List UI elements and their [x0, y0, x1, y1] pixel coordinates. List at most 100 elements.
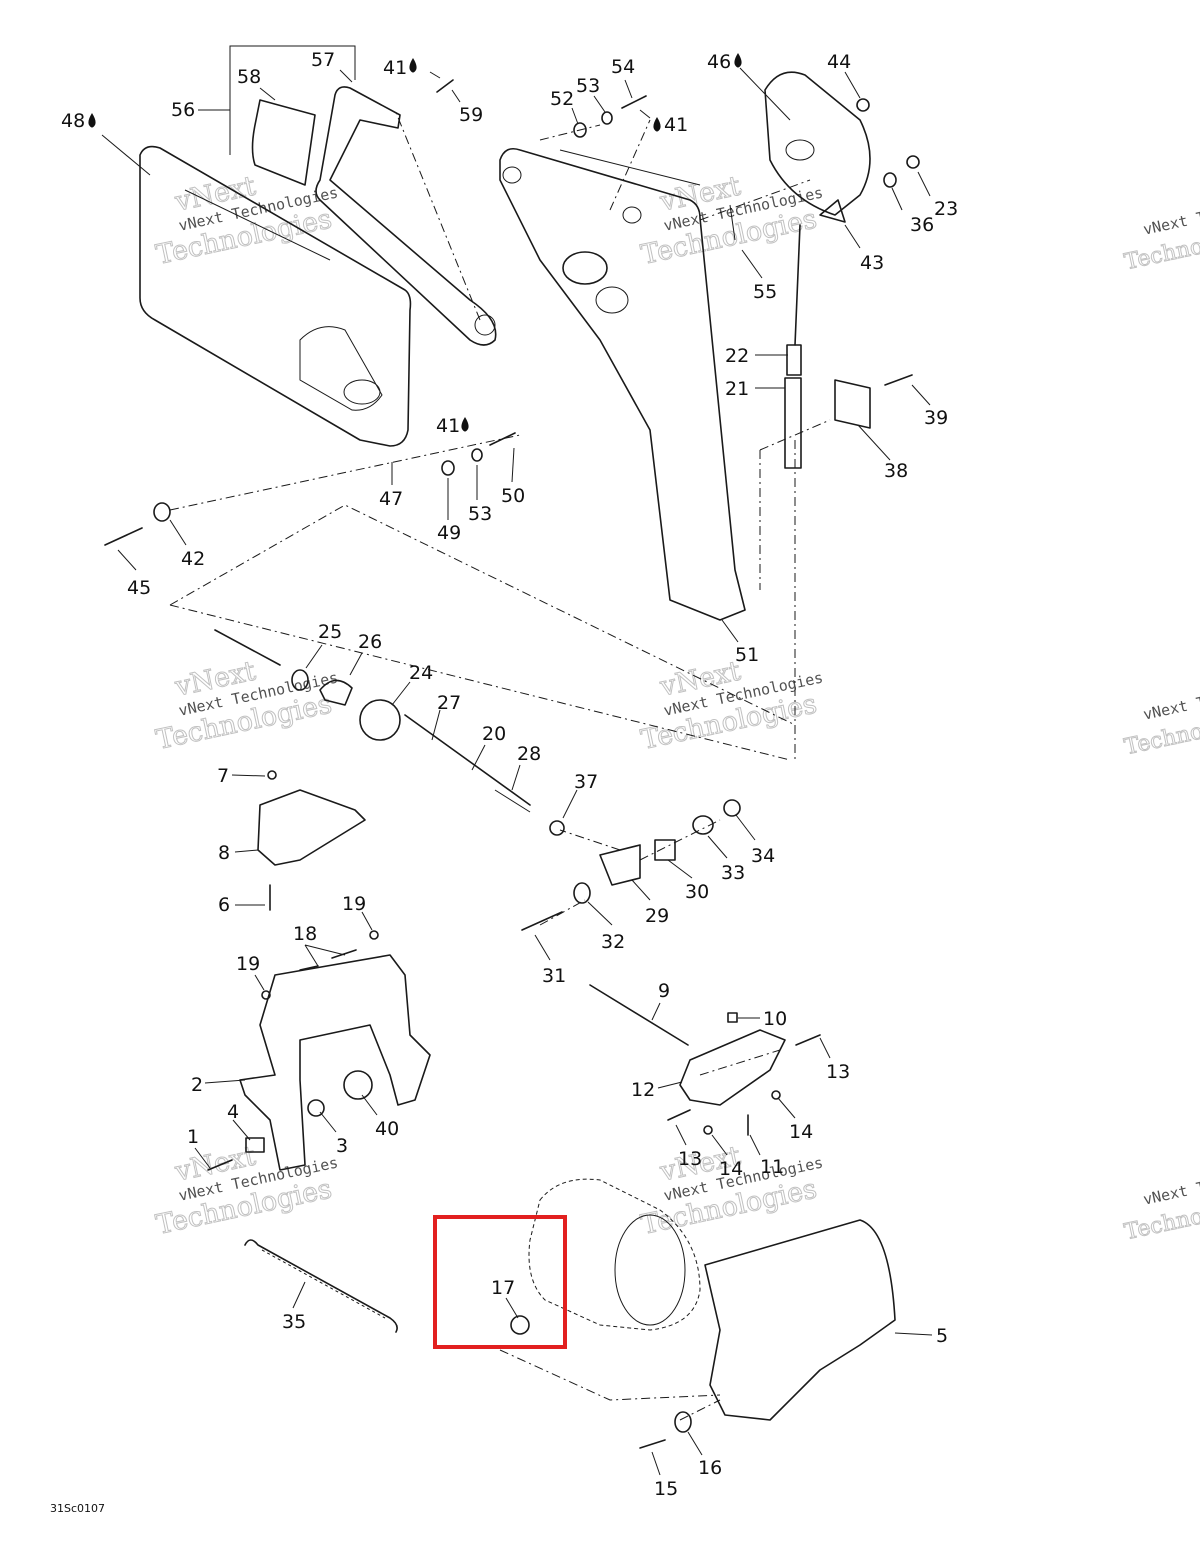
callout-49[interactable]: 49 [437, 522, 461, 544]
callout-41-top[interactable]: 41 [383, 57, 407, 79]
washer-33 [692, 815, 714, 835]
bolt-45 [104, 527, 143, 546]
callout-42[interactable]: 42 [181, 548, 205, 570]
callout-32[interactable]: 32 [601, 931, 625, 953]
callout-53-top[interactable]: 53 [576, 75, 600, 97]
side-plate-cutout [299, 326, 383, 411]
callout-5[interactable]: 5 [936, 1325, 948, 1347]
callout-26[interactable]: 26 [358, 631, 382, 653]
callout-52[interactable]: 52 [550, 88, 574, 110]
callout-19-left[interactable]: 19 [236, 953, 260, 975]
callout-17[interactable]: 17 [491, 1277, 515, 1299]
callout-46[interactable]: 46 [707, 51, 731, 73]
callout-57[interactable]: 57 [311, 49, 335, 71]
callout-33[interactable]: 33 [721, 862, 745, 884]
nut-44 [856, 98, 870, 112]
callout-15[interactable]: 15 [654, 1478, 678, 1500]
callout-22[interactable]: 22 [725, 345, 749, 367]
callout-51[interactable]: 51 [735, 644, 759, 666]
side-plate-hole [343, 379, 381, 405]
callout-40[interactable]: 40 [375, 1118, 399, 1140]
callout-2[interactable]: 2 [191, 1074, 203, 1096]
spacer-4 [245, 1137, 265, 1153]
callout-44[interactable]: 44 [827, 51, 851, 73]
callout-43[interactable]: 43 [860, 252, 884, 274]
link-rod-9 [589, 984, 689, 1046]
callout-18[interactable]: 18 [293, 923, 317, 945]
callout-14-left[interactable]: 14 [719, 1158, 743, 1180]
watermark-text: vNext Technologies [1142, 672, 1200, 723]
callout-34[interactable]: 34 [751, 845, 775, 867]
callout-27[interactable]: 27 [437, 692, 461, 714]
callout-10[interactable]: 10 [763, 1008, 787, 1030]
callout-9[interactable]: 9 [658, 980, 670, 1002]
callout-47[interactable]: 47 [379, 488, 403, 510]
washer-52 [573, 122, 587, 138]
callout-14-right[interactable]: 14 [789, 1121, 813, 1143]
watermark-9: vNext Technologies Technologies [1122, 1157, 1200, 1245]
callout-48[interactable]: 48 [61, 110, 85, 132]
callout-31[interactable]: 31 [542, 965, 566, 987]
spring-35 [244, 1239, 398, 1333]
engine-housing-outline [528, 1178, 701, 1331]
callout-3[interactable]: 3 [336, 1135, 348, 1157]
main-column-top-edge [559, 149, 701, 186]
lever-pivot-hole [474, 314, 496, 336]
callout-25[interactable]: 25 [318, 621, 342, 643]
callout-13-right[interactable]: 13 [826, 1061, 850, 1083]
callout-35[interactable]: 35 [282, 1311, 306, 1333]
nut-37 [549, 820, 565, 836]
watermark-3: vNext vNext Technologies Technologies [153, 655, 340, 756]
cable-22 [794, 224, 801, 346]
callout-56[interactable]: 56 [171, 99, 195, 121]
nut-24 [359, 699, 401, 741]
callout-16[interactable]: 16 [698, 1457, 722, 1479]
callout-53-mid[interactable]: 53 [468, 503, 492, 525]
callout-54[interactable]: 54 [611, 56, 635, 78]
callout-12[interactable]: 12 [631, 1079, 655, 1101]
callout-50[interactable]: 50 [501, 485, 525, 507]
screw-13 [795, 1034, 821, 1046]
callout-37[interactable]: 37 [574, 771, 598, 793]
callout-8[interactable]: 8 [218, 842, 230, 864]
callout-45[interactable]: 45 [127, 577, 151, 599]
callout-7[interactable]: 7 [217, 765, 229, 787]
callout-20[interactable]: 20 [482, 723, 506, 745]
screw-59 [436, 79, 454, 93]
guard-5 [704, 1219, 896, 1421]
callout-55[interactable]: 55 [753, 281, 777, 303]
callout-11[interactable]: 11 [760, 1156, 784, 1178]
callout-39[interactable]: 39 [924, 407, 948, 429]
callout-29[interactable]: 29 [645, 905, 669, 927]
clip-55 [729, 204, 736, 241]
main-column-bolt-hole [622, 206, 642, 224]
watermark-5: vNext vNext Technologies Technologies [153, 1140, 340, 1241]
callout-41-mid[interactable]: 41 [436, 415, 460, 437]
bracket-12 [679, 1029, 786, 1106]
oil-drop-icon [409, 58, 417, 73]
callout-6[interactable]: 6 [218, 894, 230, 916]
nut-7 [267, 770, 277, 780]
callout-30[interactable]: 30 [685, 881, 709, 903]
callout-38[interactable]: 38 [884, 460, 908, 482]
callout-41-right[interactable]: 41 [664, 114, 688, 136]
callout-21[interactable]: 21 [725, 378, 749, 400]
callout-1[interactable]: 1 [187, 1126, 199, 1148]
oil-drop-icon [734, 53, 742, 68]
callout-36[interactable]: 36 [910, 214, 934, 236]
callout-4[interactable]: 4 [227, 1101, 239, 1123]
callout-59[interactable]: 59 [459, 104, 483, 126]
callout-24[interactable]: 24 [409, 662, 433, 684]
bolt-50 [489, 432, 516, 446]
callout-58[interactable]: 58 [237, 66, 261, 88]
callout-19-top[interactable]: 19 [342, 893, 366, 915]
washer-49 [441, 460, 455, 476]
callout-13-left[interactable]: 13 [678, 1148, 702, 1170]
callout-28[interactable]: 28 [517, 743, 541, 765]
housing-46 [764, 71, 871, 216]
callout-23[interactable]: 23 [934, 198, 958, 220]
nut-10 [727, 1012, 738, 1023]
washer-53 [471, 448, 483, 462]
